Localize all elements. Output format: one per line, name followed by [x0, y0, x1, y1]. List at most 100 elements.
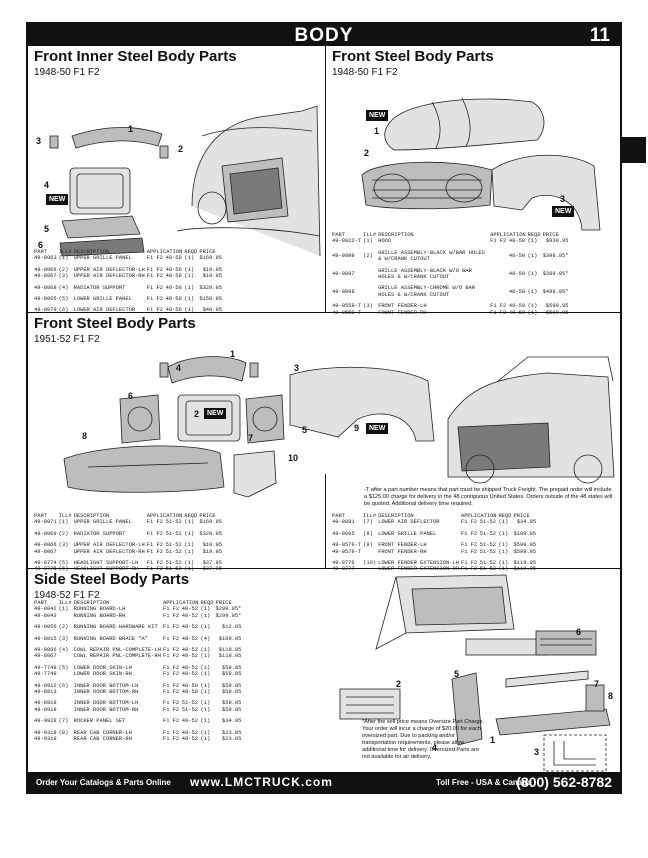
table-cell: $939.95	[545, 238, 569, 245]
section-title: Front Steel Body Parts	[34, 315, 196, 332]
table-header-cell: PRICE	[542, 232, 559, 238]
table-cell: F1 F2	[146, 566, 163, 573]
table-cell: 48-52	[181, 624, 198, 631]
table-cell: (4)	[58, 647, 69, 654]
col-reqd: REQD	[184, 249, 198, 255]
table-cell: 48-50	[181, 689, 198, 696]
table-cell: F1 F2	[162, 682, 180, 689]
callout-3: 3	[534, 747, 540, 757]
table-cell: 49-8066	[34, 647, 57, 654]
table-cell: (1)	[498, 519, 509, 526]
table-cell: 49-7748	[34, 664, 57, 671]
new-badge: NEW	[204, 408, 227, 419]
table-cell: (6)	[58, 307, 69, 314]
table-cell: $19.95	[202, 542, 222, 549]
table-cell: F1 F2	[460, 530, 478, 537]
table-cell: (6)	[58, 566, 69, 573]
table-cell: $599.95	[513, 548, 537, 555]
table-cell: F1 F2	[162, 671, 180, 678]
table-cell: 49-8067	[34, 653, 57, 660]
table-cell: 48-52	[181, 606, 198, 613]
table-cell: $59.95	[221, 706, 242, 713]
table-cell: F1 F2	[460, 560, 478, 567]
table-header-cell: PART	[34, 600, 47, 606]
table-cell: (1)	[200, 612, 211, 619]
website-link[interactable]: www.LMCTRUCK.com	[190, 775, 333, 789]
table-cell: (1)	[527, 303, 538, 310]
table-header-cell: APPLICATION	[490, 232, 526, 238]
table-cell: UPPER GRILLE PANEL	[73, 255, 132, 262]
callout-7: 7	[248, 433, 254, 443]
table-cell: $59.95	[221, 664, 242, 671]
table-cell: $329.95	[199, 284, 222, 291]
table-cell: 49-8068	[34, 284, 57, 291]
callout-6: 6	[128, 391, 134, 401]
table-header-cell: APPLICATION	[146, 513, 183, 519]
table-cell: (1)	[58, 519, 69, 526]
table-cell: (1)	[200, 624, 211, 631]
table-cell: 48-50	[508, 238, 526, 245]
table-cell: 49-0559-T	[332, 309, 362, 316]
table-cell: 51-52	[165, 566, 182, 573]
table-cell: FRONT FENDER-RH	[378, 548, 427, 555]
table-cell: (1)	[498, 530, 509, 537]
table-cell: (1)	[200, 664, 211, 671]
table-cell: LOWER GRILLE PANEL	[73, 296, 132, 303]
table-cell: (1)	[498, 542, 509, 549]
table-cell: 49-8919	[34, 706, 57, 713]
footer-catalog-text: Order Your Catalogs & Parts Online	[36, 778, 171, 787]
table-cell: $599.95	[513, 542, 537, 549]
table-cell: F1 F2	[162, 706, 180, 713]
table-header-cell: DESCRIPTION	[378, 513, 414, 519]
new-badge: NEW	[46, 194, 69, 205]
table-cell: LOWER AIR DEFLECTOR	[73, 307, 136, 314]
table-cell: GRILLE ASSEMBLY-BLACK W/O BAR HOLES & W/…	[378, 267, 472, 281]
table-cell: (8)	[58, 729, 69, 736]
toll-free-label: Toll Free - USA & Canada	[436, 778, 532, 787]
table-cell: (1)	[527, 238, 538, 245]
front-steel-51-illustration	[63, 356, 615, 498]
table-header-cell: PRICE	[513, 513, 530, 519]
table-cell: (6)	[58, 682, 69, 689]
table-cell: (1)	[200, 700, 211, 707]
table-cell: F1 F2	[146, 519, 163, 526]
callout-1: 1	[230, 349, 236, 359]
panel-front-steel-48: Front Steel Body Parts 1948-50 F1 F2 NEW…	[326, 46, 620, 316]
table-cell: 49-8095	[332, 530, 355, 537]
table-cell: (1)	[498, 560, 509, 567]
table-cell: $299.95*	[215, 606, 242, 613]
table-cell: COWL REPAIR PNL-COMPLETE-RH	[73, 653, 161, 660]
new-badge: NEW	[366, 423, 389, 434]
table-cell: (7)	[58, 718, 69, 725]
table-header-cell: PART	[34, 513, 47, 519]
table-header-cell: APPLICATION	[162, 600, 199, 606]
table-cell: F1 F2	[162, 718, 180, 725]
table-cell: LOWER FENDER EXTENSION-LH	[378, 560, 459, 567]
table-cell: $189.95	[513, 530, 537, 537]
table-cell: (1)	[184, 519, 195, 526]
table-cell: UPPER AIR DEFLECTOR-LH	[73, 266, 145, 273]
table-cell: F1 F2	[490, 238, 507, 245]
col-description: DESCRIPTION	[73, 249, 110, 255]
table-cell: UPPER AIR DEFLECTOR-LH	[73, 542, 145, 549]
table-cell: 51-52	[181, 706, 198, 713]
table-cell: F1 F2	[146, 266, 163, 273]
table-cell: F1 F2	[490, 309, 507, 316]
table-cell: (2)	[58, 266, 69, 273]
col-ill: ILL#	[58, 249, 72, 255]
table-cell: 48-50	[181, 682, 198, 689]
table-cell: (2)	[58, 530, 69, 537]
callout-7: 7	[594, 679, 600, 689]
table-cell: $19.95	[202, 273, 222, 280]
table-cell: $159.95	[199, 296, 222, 303]
table-cell: (3)	[58, 542, 69, 549]
table-cell: COWL REPAIR PNL-COMPLETE-LH	[73, 647, 161, 654]
table-cell: RUNNING BOARD-RH	[73, 612, 126, 619]
